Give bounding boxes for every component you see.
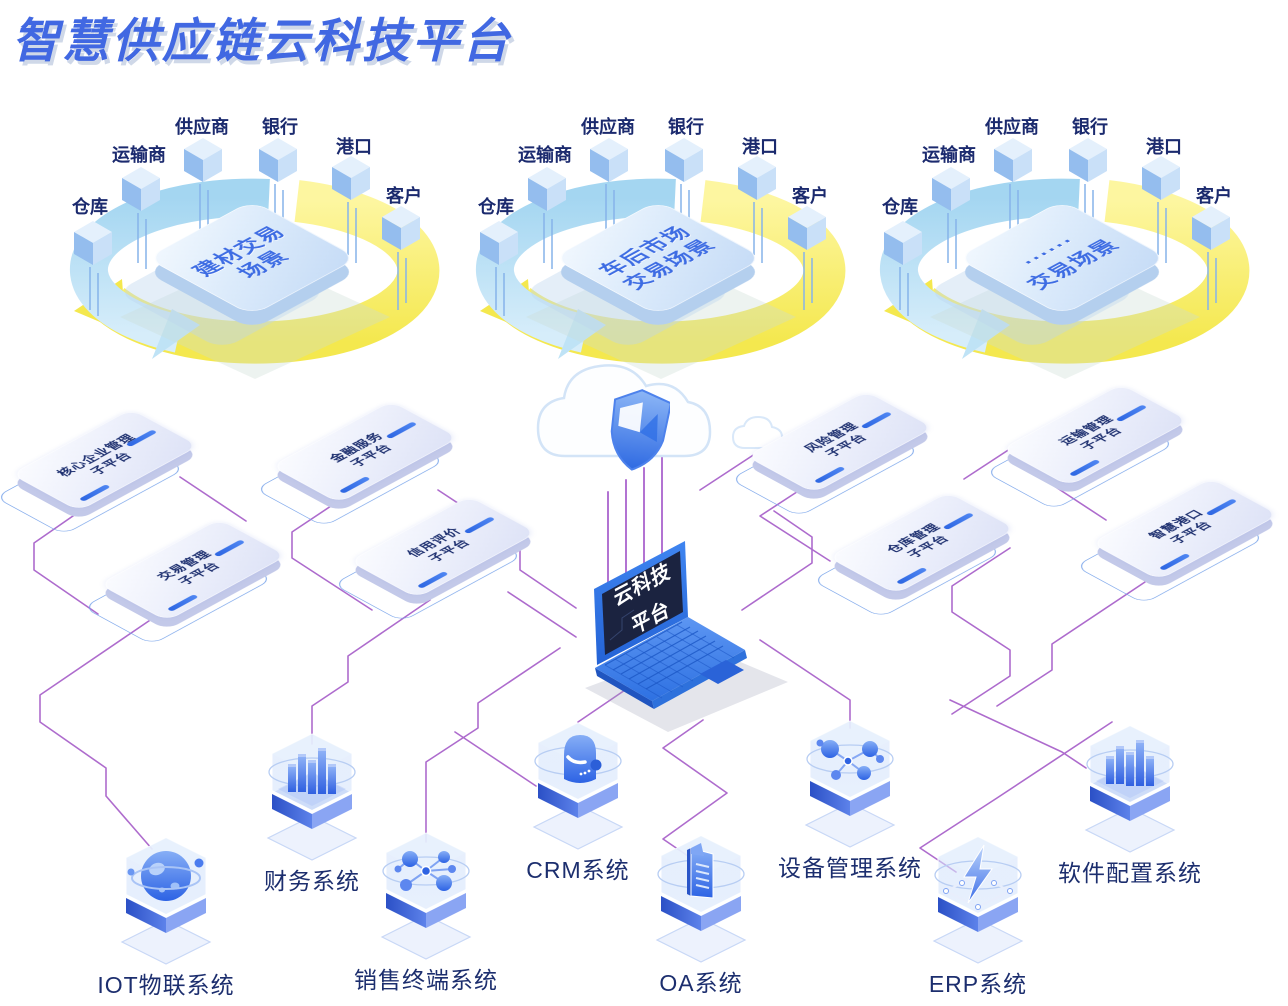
- network-icon: [394, 851, 456, 891]
- cube-icon: [994, 138, 1032, 182]
- page-title: 智慧供应链云科技平台: [12, 14, 512, 67]
- cube-icon: [932, 167, 970, 211]
- cube-icon: [122, 167, 160, 211]
- scene-building-materials-trading: 建材交易 场景 仓库 运输商 供应商 银行 港口 客户: [60, 95, 480, 400]
- scene-other-trading: ······ 交易场景 仓库 运输商 供应商 银行 港口 客户: [870, 95, 1288, 400]
- system-equipment-management: 设备管理系统: [765, 719, 935, 883]
- scene-node-label-customer: 客户: [792, 186, 828, 206]
- platform-card-core-enterprise: 核心企业管理子平台: [0, 408, 200, 535]
- system-label: 财务系统: [264, 868, 360, 894]
- cube-icon: [1142, 156, 1180, 200]
- scene-node-label-customer: 客户: [1196, 186, 1232, 206]
- platform-card-credit-rating: 信用评价子平台: [332, 495, 538, 622]
- scene-node-label-supplier: 供应商: [985, 117, 1039, 137]
- scene-node-label-warehouse: 仓库: [478, 197, 514, 217]
- scene-title: 车后市场 交易场景: [593, 223, 721, 293]
- cube-icon: [884, 221, 922, 265]
- cube-icon: [382, 206, 420, 250]
- platform-card-risk-management: 风险管理子平台: [729, 390, 935, 517]
- cube-icon: [1069, 138, 1107, 182]
- system-software-configuration: 软件配置系统: [1045, 724, 1215, 888]
- cube-icon: [738, 156, 776, 200]
- system-label: IOT物联系统: [97, 972, 235, 998]
- cube-icon: [665, 138, 703, 182]
- scene-title: 建材交易 场景: [187, 223, 295, 282]
- cube-icon: [184, 138, 222, 182]
- platform-card-financial-service: 金融服务子平台: [254, 400, 460, 527]
- scene-node-label-supplier: 供应商: [581, 117, 635, 137]
- scene-title: ······ 交易场景: [1015, 232, 1125, 293]
- blue-arrowhead: [152, 309, 200, 359]
- cube-icon: [788, 206, 826, 250]
- system-crm: CRM系统: [493, 721, 663, 885]
- robot-icon: [564, 735, 602, 783]
- system-finance: 财务系统: [227, 732, 397, 896]
- security-shield-icon: [610, 389, 670, 471]
- system-iot: IOT物联系统: [81, 836, 251, 1000]
- lightning-icon: [943, 844, 1013, 910]
- scene-node-label-customer: 客户: [386, 186, 422, 206]
- cube-icon: [590, 138, 628, 182]
- scene-node-label-bank: 银行: [668, 117, 704, 137]
- platform-card-trade-management: 交易管理子平台: [82, 518, 288, 645]
- system-erp: ERP系统: [893, 835, 1063, 999]
- system-label: 设备管理系统: [778, 855, 922, 881]
- scene-node-label-bank: 银行: [262, 117, 298, 137]
- platform-card-smart-port: 智慧港口子平台: [1074, 477, 1280, 604]
- cube-drop-lines: [899, 184, 1217, 316]
- scene-node-label-port: 港口: [336, 137, 372, 157]
- scene-node-label-warehouse: 仓库: [72, 197, 108, 217]
- cube-icon: [1192, 206, 1230, 250]
- cube-icon: [74, 221, 112, 265]
- system-label: 软件配置系统: [1058, 860, 1202, 886]
- document-icon: [687, 843, 714, 899]
- scene-node-label-port: 港口: [742, 137, 778, 157]
- system-label: CRM系统: [526, 857, 630, 883]
- laptop-touchpad: [700, 660, 744, 684]
- scene-node-label-port: 港口: [1146, 137, 1182, 157]
- blue-arrowhead: [962, 309, 1010, 359]
- scene-node-label-transporter: 运输商: [518, 145, 572, 165]
- planet-icon: [127, 851, 204, 901]
- system-oa: OA系统: [616, 834, 786, 998]
- system-label: OA系统: [659, 970, 743, 996]
- system-label: 销售终端系统: [354, 967, 498, 993]
- scene-auto-aftermarket-trading: 车后市场 交易场景 仓库 运输商 供应商 银行 港口 客户: [466, 95, 886, 400]
- cube-icon: [259, 138, 297, 182]
- blue-arrowhead: [558, 309, 606, 359]
- scene-node-label-bank: 银行: [1072, 117, 1108, 137]
- platform-card-transport-management: 运输管理子平台: [984, 383, 1190, 510]
- laptop-keyboard: [595, 617, 745, 701]
- system-sales-terminal: 销售终端系统: [341, 831, 511, 995]
- laptop-illustration: 云科技 平台: [585, 541, 788, 732]
- scene-node-label-supplier: 供应商: [175, 117, 229, 137]
- molecule-icon: [816, 739, 884, 780]
- scene-node-label-transporter: 运输商: [922, 145, 976, 165]
- cube-icon: [528, 167, 566, 211]
- cube-icon: [480, 221, 518, 265]
- system-label: ERP系统: [928, 971, 1028, 997]
- scene-node-label-warehouse: 仓库: [882, 197, 918, 217]
- cube-icon: [332, 156, 370, 200]
- platform-card-warehouse-management: 仓库管理子平台: [811, 491, 1017, 618]
- scene-node-label-transporter: 运输商: [112, 145, 166, 165]
